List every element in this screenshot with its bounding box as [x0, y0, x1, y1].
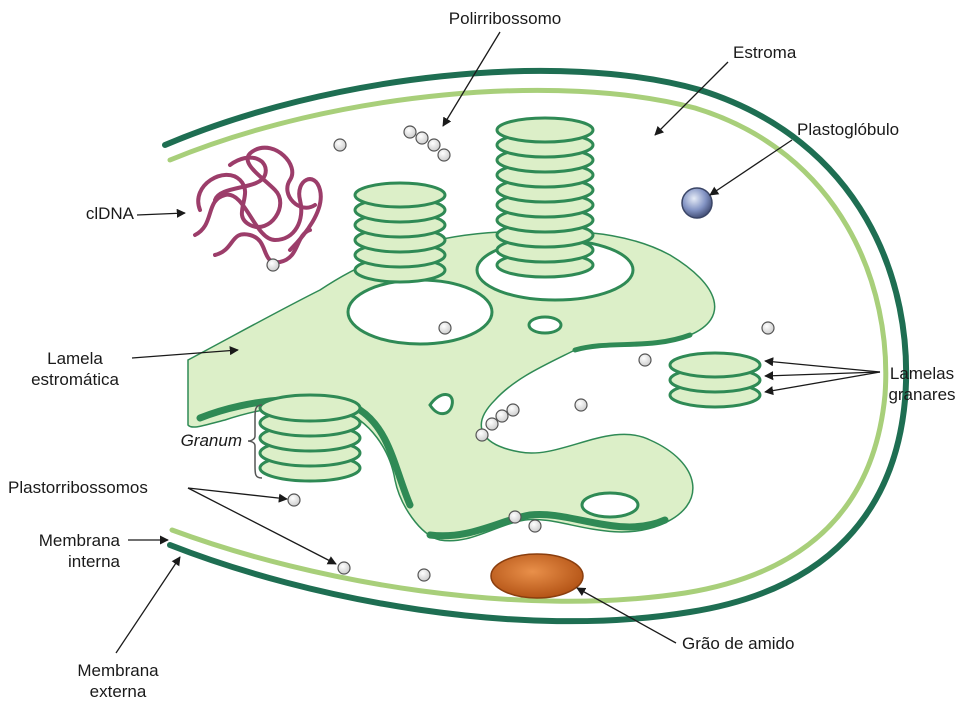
label-lamela-estromatica: Lamela estromática	[14, 348, 136, 390]
ribosome	[509, 511, 521, 523]
polysome-ribosome	[438, 149, 450, 161]
plastoglobule-icon	[682, 188, 712, 218]
ribosome	[418, 569, 430, 581]
label-granum: Granum	[160, 430, 242, 451]
label-plastoglobulo: Plastoglóbulo	[797, 119, 899, 140]
label-estroma: Estroma	[733, 42, 796, 63]
ribosome	[267, 259, 279, 271]
polysome-ribosome	[476, 429, 488, 441]
label-membrana-interna: Membrana interna	[10, 530, 120, 572]
granum-stack-right	[670, 353, 760, 407]
polysome-ribosome	[404, 126, 416, 138]
label-membrana-interna-line1: Membrana	[10, 530, 120, 551]
granum-stack-left-bottom	[260, 395, 360, 481]
label-lamela-estromatica-line2: estromática	[14, 369, 136, 390]
ribosome	[529, 520, 541, 532]
label-membrana-externa-line2: externa	[58, 681, 178, 702]
label-polirribossomo: Polirribossomo	[430, 8, 580, 29]
label-grao-de-amido: Grão de amido	[682, 633, 794, 654]
granum-stack-center-tall	[497, 118, 593, 277]
label-lamelas-granares-line2: granares	[878, 384, 966, 405]
label-lamela-estromatica-line1: Lamela	[14, 348, 136, 369]
label-lamelas-granares: Lamelas granares	[878, 363, 966, 405]
label-membrana-externa: Membrana externa	[58, 660, 178, 702]
polysome-ribosome	[507, 404, 519, 416]
polysome-ribosome	[496, 410, 508, 422]
label-membrana-externa-line1: Membrana	[58, 660, 178, 681]
ribosome	[334, 139, 346, 151]
ribosome	[338, 562, 350, 574]
label-plastorribossomos: Plastorribossomos	[8, 477, 148, 498]
cldna-icon	[195, 148, 321, 263]
polysome-ribosome	[416, 132, 428, 144]
polysome-ribosome	[486, 418, 498, 430]
stromal-lamella-network	[188, 231, 715, 541]
label-cldna: clDNA	[60, 203, 134, 224]
ribosome	[639, 354, 651, 366]
ribosome	[439, 322, 451, 334]
ribosome	[288, 494, 300, 506]
ribosome	[762, 322, 774, 334]
starch-grain-icon	[491, 554, 583, 598]
ribosome	[575, 399, 587, 411]
label-lamelas-granares-line1: Lamelas	[878, 363, 966, 384]
label-membrana-interna-line2: interna	[10, 551, 120, 572]
granum-stack-left-top	[355, 183, 445, 282]
polysome-ribosome	[428, 139, 440, 151]
